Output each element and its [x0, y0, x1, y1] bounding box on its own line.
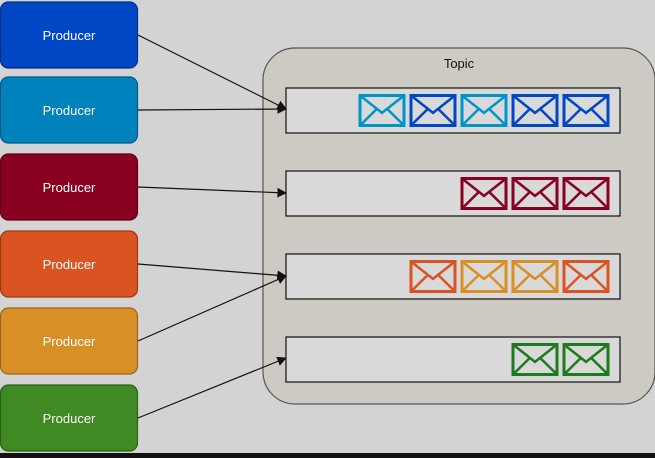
connection-arrow — [137, 275, 287, 342]
bottom-edge-bar — [0, 453, 655, 458]
message-envelope-icon — [511, 260, 559, 293]
message-envelope-icon — [562, 94, 610, 127]
partition-4 — [285, 336, 621, 383]
producer-label: Producer — [43, 257, 96, 272]
producer-5: Producer — [0, 307, 139, 375]
connection-arrow — [137, 104, 287, 114]
producer-4: Producer — [0, 230, 139, 298]
producer-1: Producer — [0, 1, 139, 69]
message-envelope-icon — [409, 94, 457, 127]
partition-3 — [285, 253, 621, 300]
topic-label: Topic — [444, 56, 475, 71]
message-envelope-icon — [460, 177, 508, 210]
producer-label: Producer — [43, 180, 96, 195]
connection-arrow — [137, 263, 287, 281]
message-envelope-icon — [511, 343, 559, 376]
message-envelope-icon — [562, 260, 610, 293]
producer-label: Producer — [43, 411, 96, 426]
producer-label: Producer — [43, 103, 96, 118]
message-envelope-icon — [562, 177, 610, 210]
topic-container: Topic — [262, 47, 655, 405]
message-envelope-icon — [409, 260, 457, 293]
producer-2: Producer — [0, 76, 139, 144]
message-envelope-icon — [358, 94, 406, 127]
producer-label: Producer — [43, 334, 96, 349]
connection-arrow — [137, 34, 287, 110]
message-envelope-icon — [562, 343, 610, 376]
message-envelope-icon — [460, 94, 508, 127]
partition-1 — [285, 87, 621, 134]
message-envelope-icon — [460, 260, 508, 293]
message-envelope-icon — [511, 94, 559, 127]
producer-3: Producer — [0, 153, 139, 221]
partition-2 — [285, 170, 621, 217]
producer-label: Producer — [43, 28, 96, 43]
connection-arrow — [137, 356, 287, 419]
connection-arrow — [137, 186, 287, 198]
producer-6: Producer — [0, 384, 139, 452]
message-envelope-icon — [511, 177, 559, 210]
